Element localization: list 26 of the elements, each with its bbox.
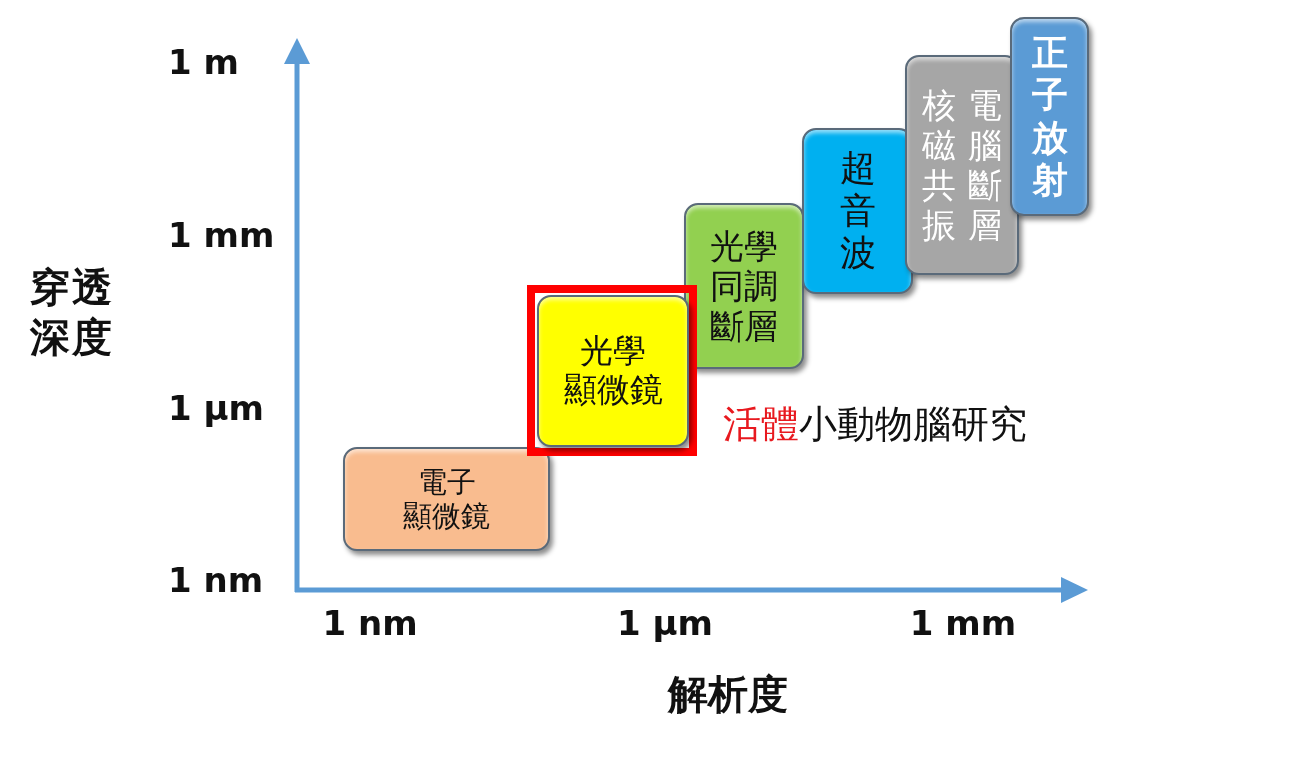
tick-label: 1 μm [168, 390, 264, 428]
method-box [537, 295, 689, 447]
box-label: 電腦斷層 [968, 84, 1003, 246]
method-box [343, 447, 550, 551]
method-box [905, 55, 1019, 275]
tick-label: 1 mm [168, 217, 275, 255]
note-text: 活體 [723, 404, 799, 446]
box-label: 核磁共振 [921, 84, 956, 246]
method-box [802, 128, 913, 294]
tick-label: 1 μm [617, 605, 713, 643]
tick-label: 1 mm [909, 605, 1017, 643]
axis-title: 解析度 [668, 672, 788, 716]
box-label: 正子放射 [1031, 31, 1068, 202]
box-label: 超音波 [839, 147, 876, 275]
tick-label: 1 m [168, 44, 239, 82]
method-box [684, 203, 804, 369]
note-text: 小動物腦研究 [799, 404, 1027, 446]
axis-title: 穿透深度 [30, 263, 115, 362]
box-label: 顯微鏡 [563, 371, 663, 410]
tick-label: 1 nm [168, 562, 264, 600]
tick-label: 1 nm [322, 605, 418, 643]
box-label: 光學同調斷層 [709, 225, 779, 347]
box-label: 顯微鏡 [403, 499, 490, 534]
method-box [1010, 17, 1089, 216]
box-label: 電子 [417, 464, 476, 499]
box-label: 光學 [580, 332, 646, 371]
